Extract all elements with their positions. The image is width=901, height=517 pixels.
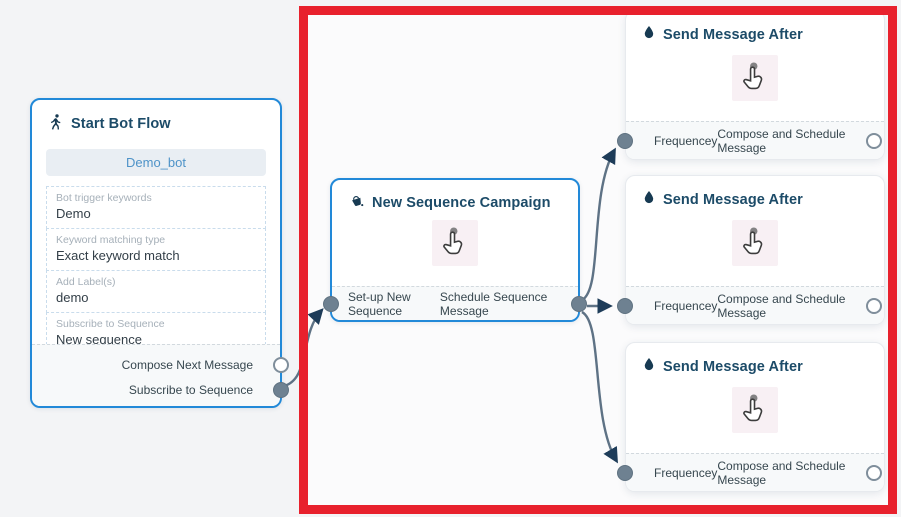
campaign-node-port-bar: Set-up New Sequence Schedule Sequence Me… <box>323 286 587 320</box>
port-label: Compose Next Message <box>121 357 253 372</box>
node-body-placeholder[interactable] <box>732 220 778 266</box>
output-compose-next-message: Compose Next Message <box>32 352 289 377</box>
field-value: Exact keyword match <box>56 248 180 263</box>
port-label-schedule-sequence-message: Schedule Sequence Message <box>439 289 548 318</box>
hand-cursor-icon <box>740 392 770 429</box>
field-label: Subscribe to Sequence <box>56 318 165 330</box>
port-label: Subscribe to Sequence <box>128 382 253 397</box>
port-label-frequency: Frequencey <box>654 298 718 313</box>
bot-name-chip[interactable]: Demo_bot <box>46 149 266 176</box>
port-label-frequency: Frequencey <box>654 465 718 480</box>
send-message-after-node-3[interactable]: Send Message After Frequencey Compose an… <box>617 342 885 492</box>
message-node-port-bar: Frequencey Compose and Schedule Message <box>617 121 884 159</box>
input-port-frequency[interactable] <box>617 297 633 314</box>
output-port-schedule-sequence-message[interactable] <box>571 295 587 312</box>
input-port-setup-new-sequence[interactable] <box>323 295 339 312</box>
port-label-compose-schedule: Compose and Schedule Message <box>717 126 846 155</box>
field-label: Add Label(s) <box>56 276 116 288</box>
output-port-compose-schedule[interactable] <box>866 297 882 314</box>
hand-cursor-icon <box>440 225 470 262</box>
start-bot-flow-node[interactable]: Start Bot Flow Demo_bot Bot trigger keyw… <box>30 98 289 408</box>
port-label-setup-new-sequence: Set-up New Sequence <box>348 289 411 318</box>
node-title: Send Message After <box>663 26 803 43</box>
field-value: New sequence <box>56 332 142 347</box>
port-label-compose-schedule: Compose and Schedule Message <box>717 458 846 487</box>
walking-person-icon <box>48 113 64 135</box>
field-label: Keyword matching type <box>56 234 166 246</box>
start-node-fields: Bot trigger keywords Demo Keyword matchi… <box>46 186 266 355</box>
field-value: demo <box>56 290 89 305</box>
node-body-placeholder[interactable] <box>732 387 778 433</box>
node-body-placeholder[interactable] <box>732 55 778 101</box>
water-drop-icon <box>642 189 656 210</box>
input-port-frequency[interactable] <box>617 464 633 481</box>
port-label-compose-schedule: Compose and Schedule Message <box>717 291 846 320</box>
output-port-compose-schedule[interactable] <box>866 464 882 481</box>
port-label-frequency: Frequencey <box>654 133 718 148</box>
field-bot-trigger-keywords[interactable]: Bot trigger keywords Demo <box>46 186 266 229</box>
message-node-port-bar: Frequencey Compose and Schedule Message <box>617 453 884 491</box>
node-title: New Sequence Campaign <box>372 194 551 211</box>
water-drop-icon <box>642 24 656 45</box>
hand-cursor-icon <box>740 225 770 262</box>
field-add-labels[interactable]: Add Label(s) demo <box>46 270 266 313</box>
field-keyword-matching-type[interactable]: Keyword matching type Exact keyword matc… <box>46 228 266 271</box>
node-title: Send Message After <box>663 358 803 375</box>
output-port-compose-schedule[interactable] <box>866 132 882 149</box>
input-port-frequency[interactable] <box>617 132 633 149</box>
hand-cursor-icon <box>740 60 770 97</box>
message-node-port-bar: Frequencey Compose and Schedule Message <box>617 286 884 324</box>
field-value: Demo <box>56 206 91 221</box>
node-title: Send Message After <box>663 191 803 208</box>
send-message-after-node-2[interactable]: Send Message After Frequencey Compose an… <box>617 175 885 325</box>
start-node-output-area: Compose Next Message Subscribe to Sequen… <box>32 344 289 406</box>
new-sequence-campaign-node[interactable]: New Sequence Campaign Set-up New Sequenc… <box>323 178 587 322</box>
water-drop-icon <box>642 356 656 377</box>
field-label: Bot trigger keywords <box>56 192 152 204</box>
send-message-after-node-1[interactable]: Send Message After Frequencey Compose an… <box>617 10 885 160</box>
output-subscribe-to-sequence: Subscribe to Sequence <box>32 377 289 402</box>
node-body-placeholder[interactable] <box>432 220 478 266</box>
ink-bottle-icon <box>348 192 365 213</box>
node-title: Start Bot Flow <box>71 116 171 132</box>
output-port-subscribe-to-sequence[interactable] <box>273 381 289 398</box>
output-port-compose-next-message[interactable] <box>273 356 289 373</box>
